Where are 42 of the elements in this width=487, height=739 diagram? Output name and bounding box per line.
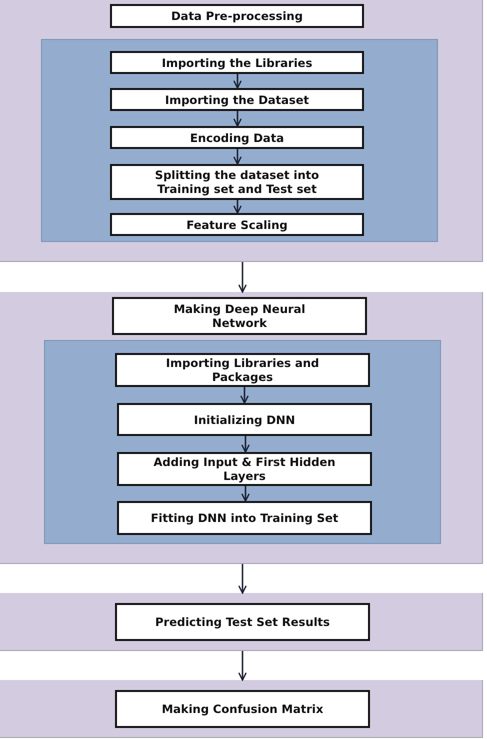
arrow bbox=[238, 262, 247, 293]
step-label: Importing Libraries and Packages bbox=[164, 356, 320, 384]
process-box bbox=[117, 501, 372, 535]
arrow bbox=[241, 436, 250, 453]
arrow bbox=[241, 486, 250, 502]
arrow bbox=[233, 111, 242, 127]
stage-panel bbox=[0, 292, 483, 564]
process-box bbox=[110, 164, 364, 200]
process-box bbox=[117, 403, 372, 436]
step-label: Importing the Dataset bbox=[164, 92, 310, 106]
process-box bbox=[110, 126, 364, 149]
arrow bbox=[238, 651, 247, 681]
step-label: Predicting Test Set Results bbox=[155, 615, 330, 629]
stage-panel bbox=[0, 593, 483, 651]
stage-panel bbox=[0, 680, 483, 738]
step-label: Initializing DNN bbox=[194, 412, 296, 426]
process-box bbox=[115, 603, 370, 641]
step-label: Importing the Libraries bbox=[162, 56, 312, 70]
arrow bbox=[233, 74, 242, 89]
step-label: Encoding Data bbox=[190, 130, 284, 144]
arrow bbox=[240, 387, 249, 404]
process-box bbox=[110, 4, 364, 28]
step-label: Making Deep Neural Network bbox=[172, 302, 306, 330]
process-box bbox=[112, 297, 367, 335]
step-label: Adding Input & First Hidden Layers bbox=[152, 455, 336, 483]
arrow bbox=[233, 200, 242, 214]
process-box bbox=[110, 88, 364, 111]
arrow bbox=[233, 149, 242, 165]
process-box bbox=[115, 690, 370, 728]
step-label: Fitting DNN into Training Set bbox=[150, 511, 338, 525]
stage-panel bbox=[0, 0, 483, 262]
group-panel bbox=[41, 39, 438, 242]
process-box bbox=[115, 353, 370, 387]
process-box bbox=[117, 452, 372, 486]
step-label: Data Pre-processing bbox=[171, 9, 303, 23]
process-box bbox=[110, 213, 364, 236]
step-label: Splitting the dataset into Training set and Test set bbox=[154, 168, 320, 196]
group-panel bbox=[44, 340, 441, 544]
arrow bbox=[238, 564, 247, 594]
process-box bbox=[110, 51, 364, 74]
step-label: Making Confusion Matrix bbox=[162, 702, 324, 716]
step-label: Feature Scaling bbox=[186, 218, 288, 232]
